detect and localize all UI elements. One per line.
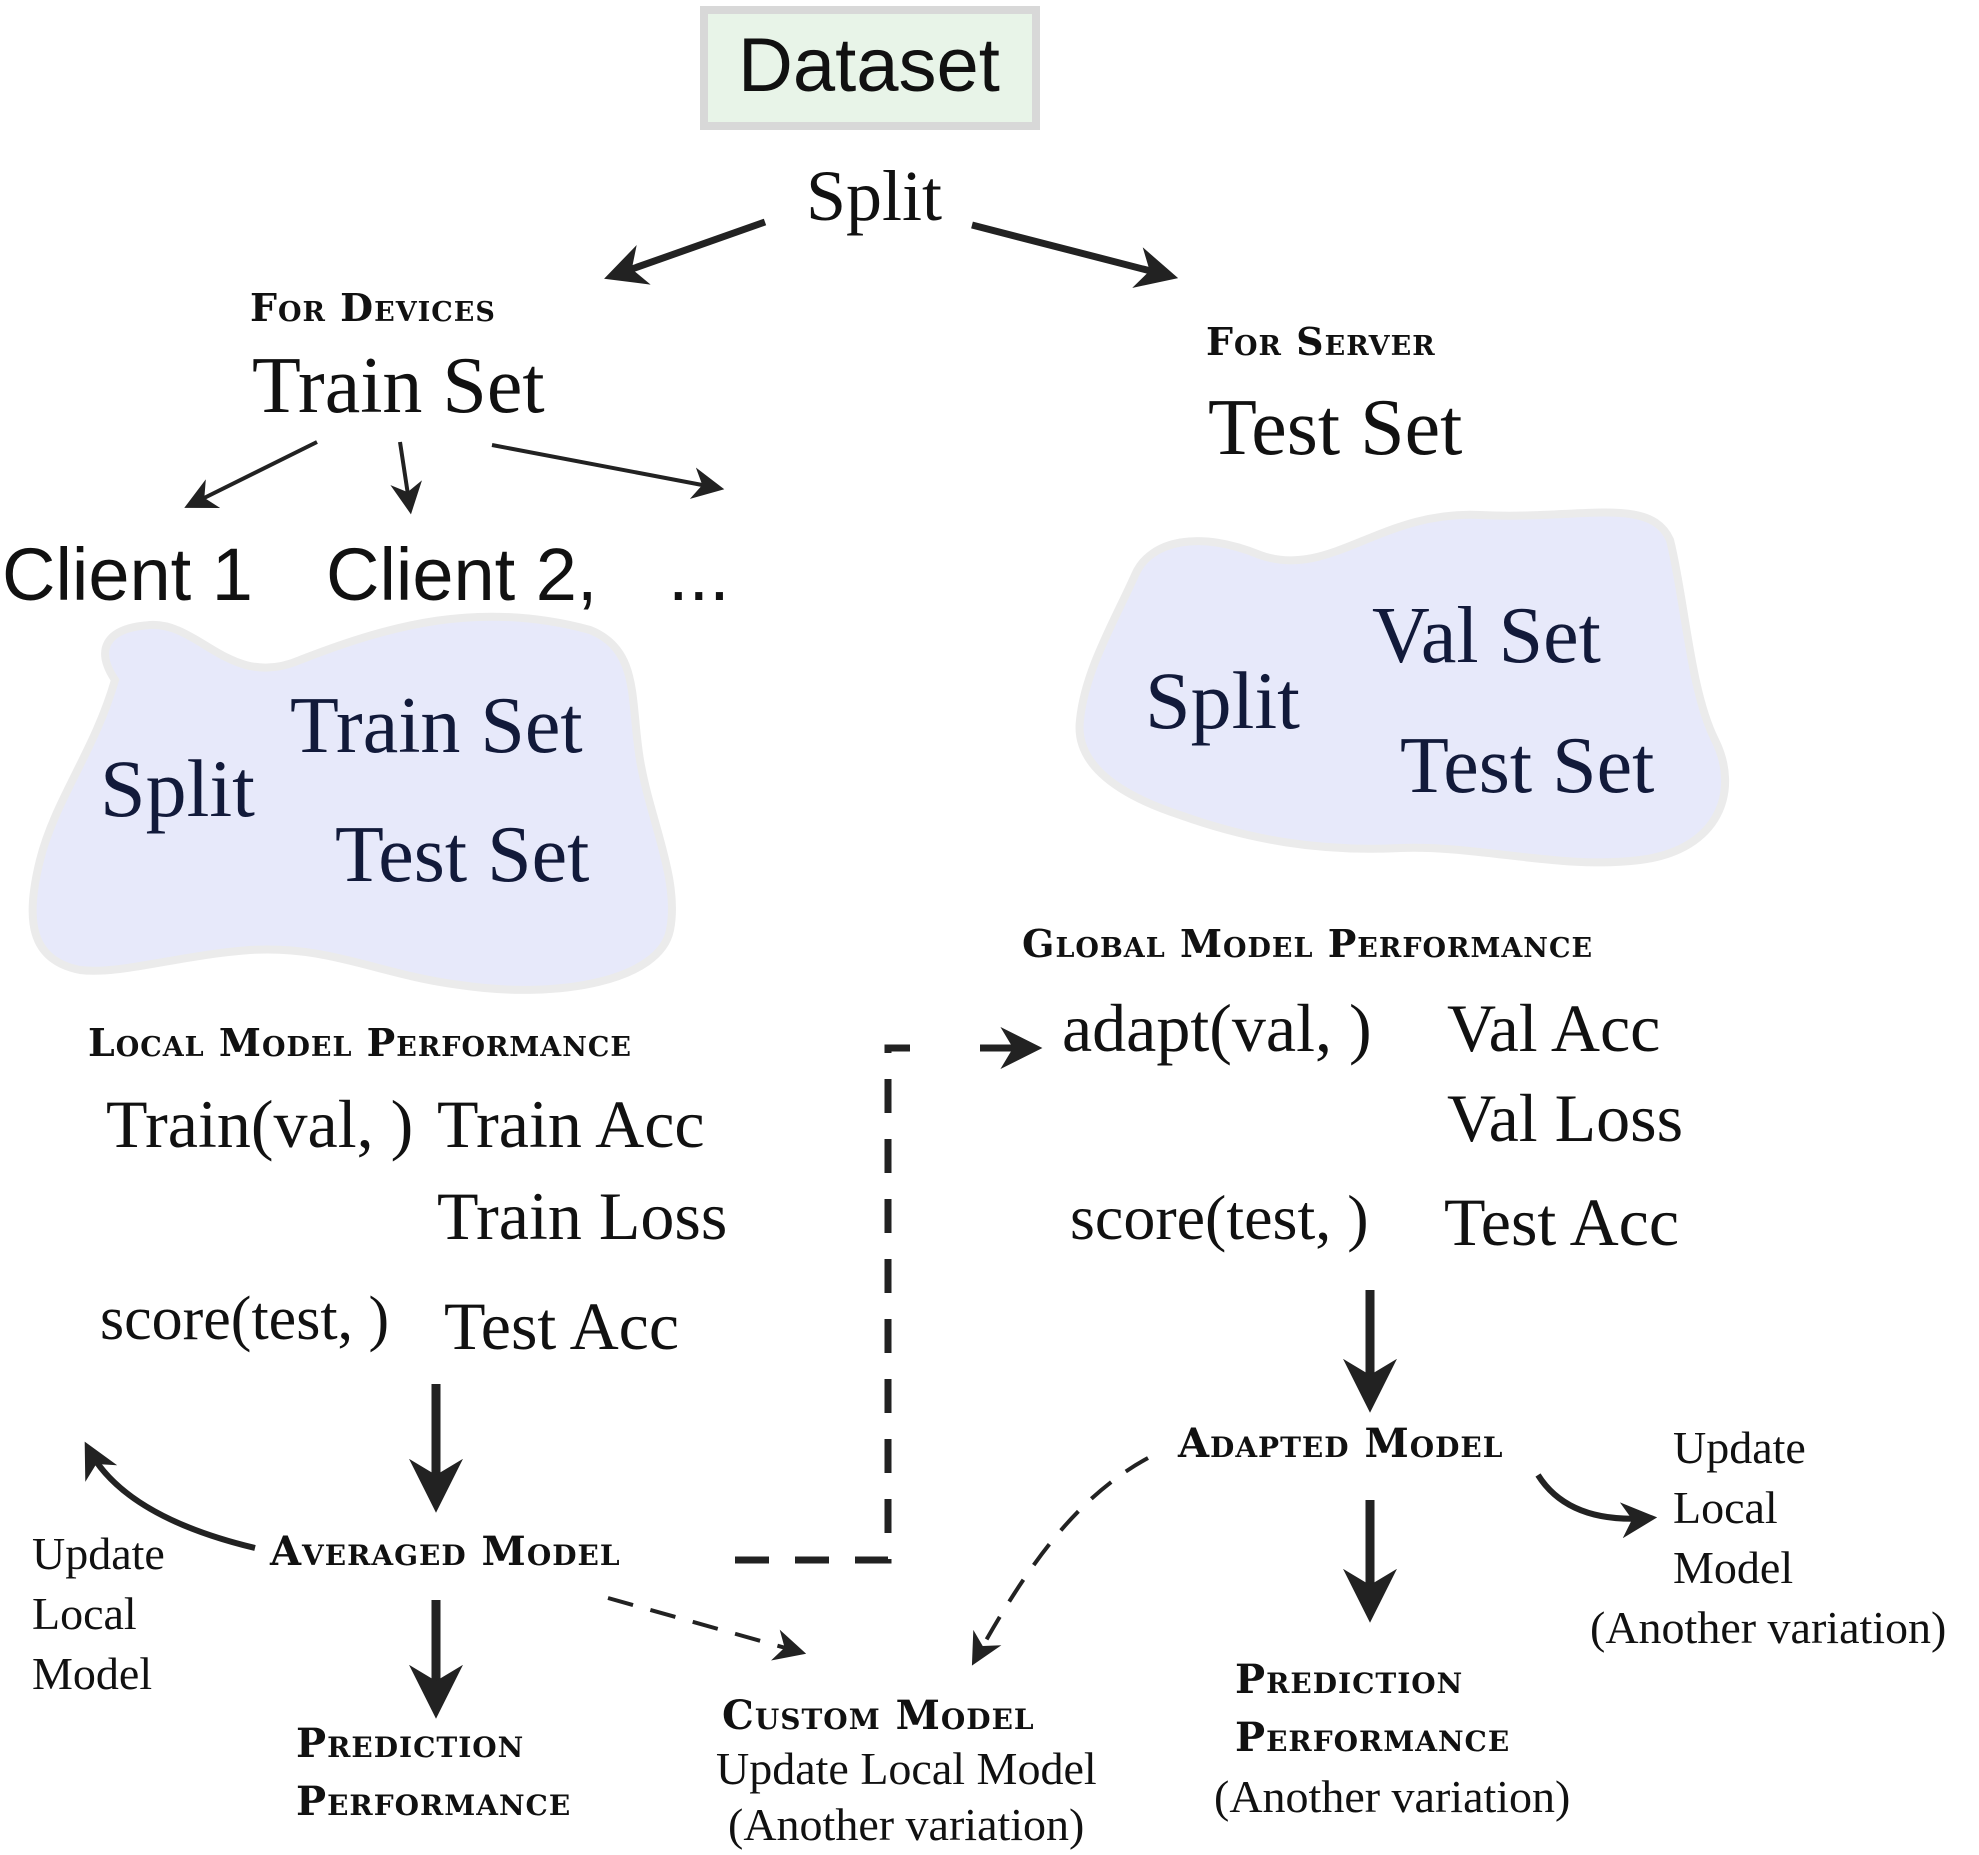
- server-test-set-label: Test Set: [1208, 384, 1463, 472]
- local-test-acc: Test Acc: [444, 1288, 680, 1364]
- right-prediction-note: (Another variation): [1214, 1771, 1571, 1822]
- arrow-train-to-client1: [184, 440, 318, 508]
- global-test-acc: Test Acc: [1444, 1184, 1680, 1260]
- local-blob-train-label: Train Set: [290, 682, 583, 770]
- arrow-train-to-more: [491, 443, 725, 499]
- arrow-split-to-test: [971, 221, 1179, 288]
- right-update-line-3: Model: [1673, 1542, 1794, 1593]
- local-performance-heading: Local Model Performance: [88, 1020, 632, 1065]
- custom-model-line-1: Update Local Model: [716, 1743, 1097, 1794]
- adapted-model-label: Adapted Model: [1178, 1420, 1504, 1467]
- left-prediction-line-1: Prediction: [296, 1720, 525, 1767]
- global-val-acc: Val Acc: [1447, 990, 1661, 1066]
- global-performance-heading: Global Model Performance: [1022, 921, 1594, 966]
- for-server-heading: For Server: [1206, 319, 1436, 364]
- server-blob-test-label: Test Set: [1400, 722, 1655, 810]
- averaged-model-label: Averaged Model: [270, 1528, 621, 1575]
- dashed-averaged-to-global: [735, 1044, 910, 1564]
- right-update-line-1: Update: [1673, 1422, 1806, 1473]
- local-split-blob: [28, 612, 677, 994]
- server-blob-split-label: Split: [1145, 655, 1300, 746]
- right-update-line-2: Local: [1673, 1482, 1778, 1533]
- local-blob-test-label: Test Set: [335, 811, 590, 899]
- local-train-call: Train(val, ): [106, 1086, 414, 1162]
- custom-model-heading: Custom Model: [722, 1692, 1035, 1739]
- arrow-adapted-to-custom: [971, 1456, 1149, 1666]
- dataset-label: Dataset: [738, 23, 1000, 108]
- custom-model-line-2: (Another variation): [728, 1799, 1085, 1850]
- local-train-loss: Train Loss: [437, 1178, 728, 1254]
- local-train-acc: Train Acc: [437, 1086, 705, 1162]
- for-devices-heading: For Devices: [250, 285, 496, 330]
- global-score-call: score(test, ): [1070, 1182, 1369, 1253]
- left-update-line-3: Model: [32, 1648, 153, 1699]
- left-prediction-line-2: Performance: [296, 1778, 572, 1825]
- top-split-label: Split: [806, 156, 943, 236]
- arrow-adapted-update-local: [1535, 1473, 1658, 1539]
- server-blob-val-label: Val Set: [1372, 592, 1601, 680]
- dataset-box: [700, 6, 1040, 130]
- client-1-label: Client 1: [2, 533, 253, 616]
- local-score-call: score(test, ): [100, 1285, 390, 1353]
- arrow-averaged-to-custom: [607, 1596, 807, 1661]
- clients-more-label: ...: [668, 533, 730, 616]
- arrow-train-to-client2: [390, 441, 422, 515]
- right-prediction-line-1: Prediction: [1235, 1656, 1464, 1703]
- left-update-line-1: Update: [32, 1528, 165, 1579]
- global-adapt-call: adapt(val, ): [1062, 990, 1372, 1066]
- right-update-line-4: (Another variation): [1590, 1602, 1947, 1653]
- local-blob-split-label: Split: [100, 743, 255, 834]
- arrow-averaged-update-local: [84, 1441, 256, 1551]
- server-split-blob: [1075, 508, 1730, 867]
- client-2-label: Client 2,: [326, 533, 598, 616]
- right-prediction-line-2: Performance: [1235, 1714, 1511, 1761]
- left-update-line-2: Local: [32, 1588, 137, 1639]
- devices-train-set-label: Train Set: [252, 342, 545, 430]
- arrow-split-to-train: [604, 218, 767, 285]
- global-val-loss: Val Loss: [1447, 1080, 1684, 1156]
